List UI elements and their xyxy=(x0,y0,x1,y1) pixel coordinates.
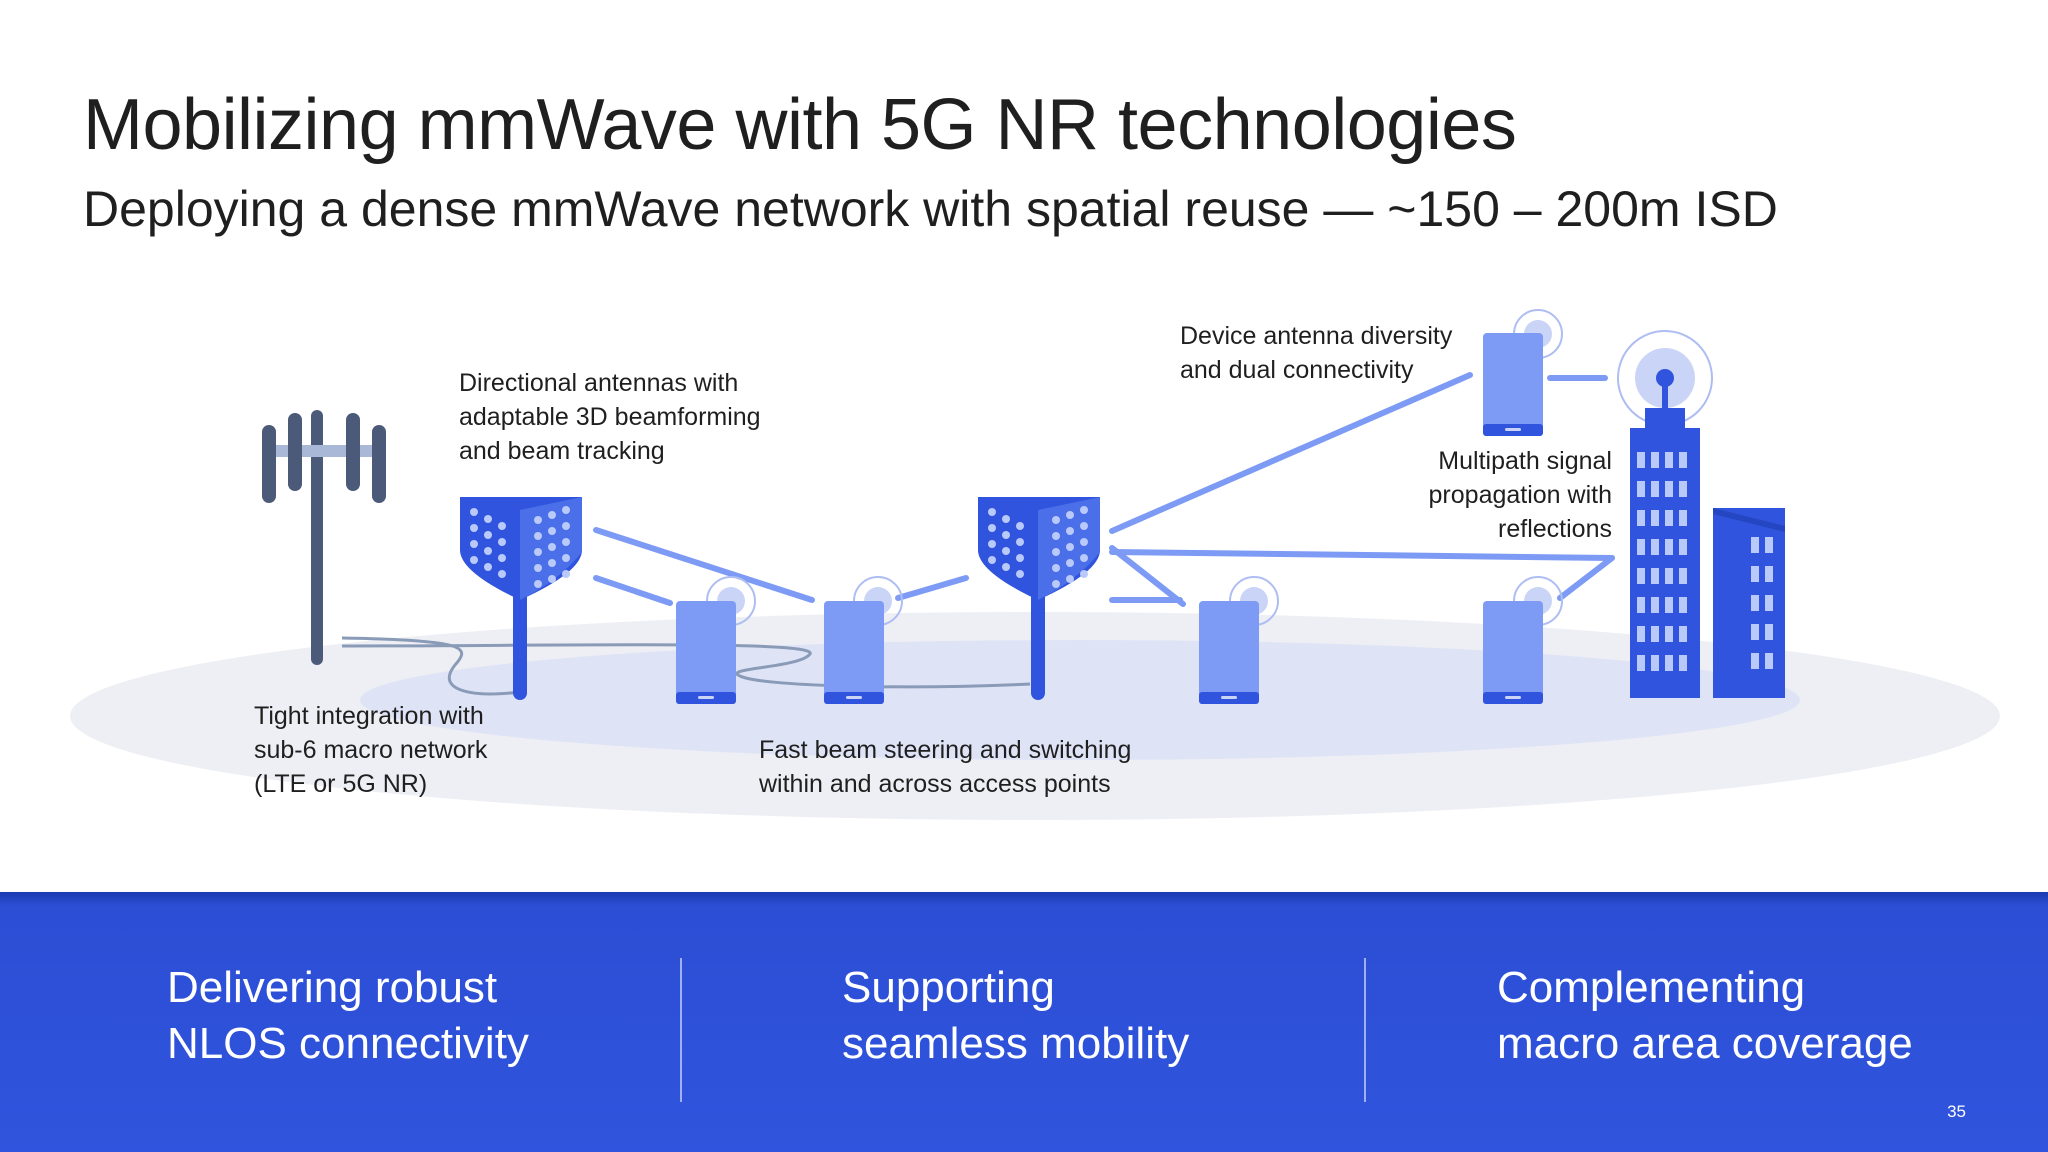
benefit-coverage: Complementing macro area coverage xyxy=(1497,963,1913,1068)
slide-subtitle: Deploying a dense mmWave network with sp… xyxy=(83,181,1778,237)
smartphone-icon xyxy=(676,576,756,704)
city-building-icon xyxy=(1617,330,1785,698)
mmwave-access-point-icon xyxy=(978,497,1100,700)
benefit-mobility: Supporting seamless mobility xyxy=(842,963,1190,1068)
divider xyxy=(680,958,682,1102)
callout-device-diversity: Device antenna diversity and dual connec… xyxy=(1180,322,1453,384)
smartphone-icon xyxy=(1199,576,1279,704)
callout-tight-integration: Tight integration with sub-6 macro netwo… xyxy=(254,702,488,798)
benefits-band: Delivering robust NLOS connectivity Supp… xyxy=(0,892,2048,1152)
callout-fast-beam: Fast beam steering and switching within … xyxy=(759,736,1132,798)
beam-links xyxy=(593,372,1615,607)
smartphone-icon xyxy=(1483,309,1563,436)
callout-multipath: Multipath signal propagation with reflec… xyxy=(1428,447,1612,543)
divider xyxy=(1364,958,1366,1102)
smartphone-icon xyxy=(1483,576,1563,704)
slide-title: Mobilizing mmWave with 5G NR technologie… xyxy=(83,85,1517,165)
benefit-nlos: Delivering robust NLOS connectivity xyxy=(167,963,529,1068)
callout-directional-antennas: Directional antennas with adaptable 3D b… xyxy=(459,369,761,465)
page-number: 35 xyxy=(1947,1102,1966,1121)
mmwave-access-point-icon xyxy=(460,497,582,700)
smartphone-icon xyxy=(824,576,903,704)
macro-tower-icon xyxy=(262,410,386,665)
